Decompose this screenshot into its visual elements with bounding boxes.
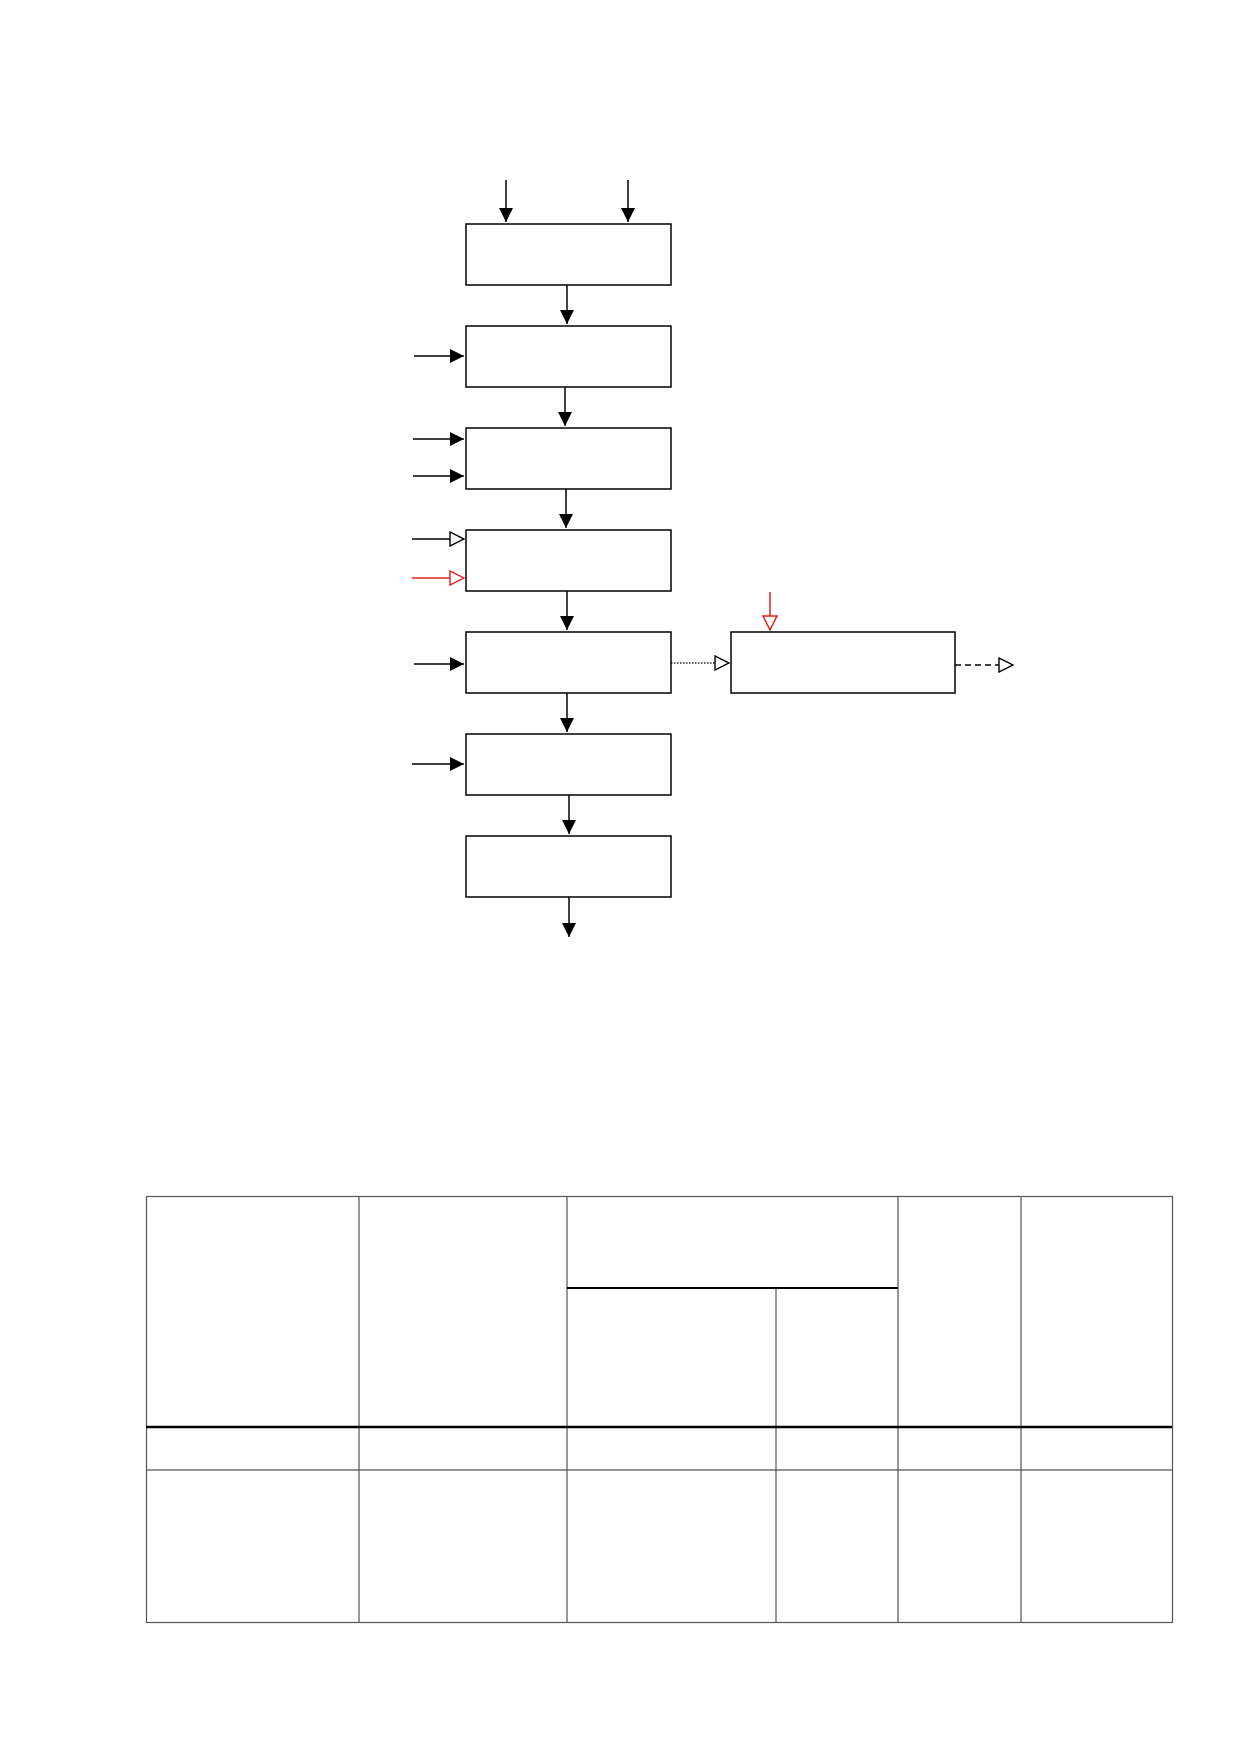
process-box-1 [465, 223, 672, 286]
flowchart [412, 180, 1013, 937]
process-box-3 [465, 427, 672, 490]
table-border [145, 1195, 1174, 1624]
side-process-box [730, 631, 956, 694]
process-box-7 [465, 835, 672, 898]
data-table [145, 1195, 1174, 1624]
process-box-4 [465, 529, 672, 592]
process-box-5 [465, 631, 672, 694]
process-box-6 [465, 733, 672, 796]
process-box-2 [465, 325, 672, 388]
